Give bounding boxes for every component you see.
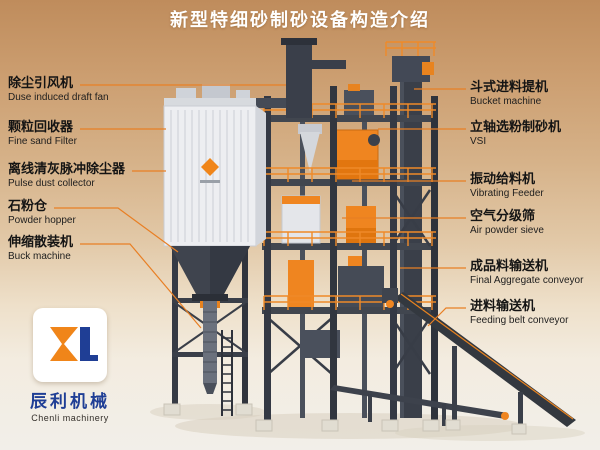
label-powder-hopper-zh: 石粉仓 bbox=[8, 198, 48, 213]
label-vibrating-feeder-en: Vibrating Feeder bbox=[470, 187, 544, 199]
brand-emblem bbox=[201, 158, 219, 176]
label-bucket-elevator: 斗式进料提机 Bucket machine bbox=[470, 79, 549, 107]
concrete-footings bbox=[163, 403, 527, 435]
label-vsi: 立轴选粉制砂机 VSI bbox=[470, 119, 562, 147]
logo-name-zh: 辰利机械 bbox=[30, 392, 110, 411]
label-buck-machine-zh: 伸缩散装机 bbox=[8, 234, 74, 249]
company-logo: 辰利机械 Chenli machinery bbox=[14, 308, 126, 423]
access-ladder bbox=[221, 330, 233, 416]
label-feeding-conveyor-zh: 进料输送机 bbox=[470, 298, 536, 313]
label-fine-sand-filter: 颗粒回收器 Fine sand Filter bbox=[8, 119, 77, 147]
logo-badge bbox=[33, 308, 107, 382]
label-dust-fan-zh: 除尘引风机 bbox=[8, 75, 74, 90]
label-final-conveyor-zh: 成品料输送机 bbox=[470, 258, 549, 273]
page-title: 新型特细砂制砂设备构造介绍 bbox=[170, 10, 430, 30]
label-vsi-en: VSI bbox=[470, 135, 487, 147]
exhaust-duct bbox=[256, 38, 346, 118]
guardrails bbox=[263, 103, 436, 310]
label-final-conveyor-en: Final Aggregate conveyor bbox=[470, 274, 584, 286]
label-buck-machine: 伸缩散装机 Buck machine bbox=[8, 234, 74, 262]
label-vsi-zh: 立轴选粉制砂机 bbox=[470, 119, 562, 134]
label-fine-sand-filter-zh: 颗粒回收器 bbox=[8, 119, 74, 134]
label-bucket-elevator-en: Bucket machine bbox=[470, 95, 542, 107]
label-buck-machine-en: Buck machine bbox=[8, 250, 71, 262]
label-dust-fan-en: Duse induced draft fan bbox=[8, 91, 109, 103]
label-powder-hopper-en: Powder hopper bbox=[8, 214, 76, 226]
label-bucket-elevator-zh: 斗式进料提机 bbox=[470, 79, 549, 94]
floor-equipment bbox=[281, 84, 384, 358]
tower-columns bbox=[264, 86, 438, 426]
final-aggregate-conveyor bbox=[330, 385, 509, 426]
label-feeding-conveyor-en: Feeding belt conveyor bbox=[470, 314, 569, 326]
label-air-powder-sieve: 空气分级筛 Air powder sieve bbox=[470, 208, 544, 236]
label-vibrating-feeder: 振动给料机 Vibrating Feeder bbox=[470, 171, 544, 199]
label-vibrating-feeder-zh: 振动给料机 bbox=[470, 171, 536, 186]
label-pulse-dust-collector-en: Pulse dust collector bbox=[8, 177, 95, 189]
label-powder-hopper: 石粉仓 Powder hopper bbox=[8, 198, 76, 226]
chenli-cl-mark-icon bbox=[50, 327, 98, 361]
label-fine-sand-filter-en: Fine sand Filter bbox=[8, 135, 77, 147]
label-dust-fan: 除尘引风机 Duse induced draft fan bbox=[8, 75, 109, 103]
label-pulse-dust-collector-zh: 离线清灰脉冲除尘器 bbox=[8, 161, 126, 176]
logo-name-en: Chenli machinery bbox=[31, 413, 109, 423]
label-feeding-conveyor: 进料输送机 Feeding belt conveyor bbox=[470, 298, 569, 326]
label-final-conveyor: 成品料输送机 Final Aggregate conveyor bbox=[470, 258, 584, 286]
label-air-powder-sieve-zh: 空气分级筛 bbox=[470, 208, 536, 223]
label-pulse-dust-collector: 离线清灰脉冲除尘器 Pulse dust collector bbox=[8, 161, 126, 189]
dust-collector bbox=[163, 84, 266, 408]
label-air-powder-sieve-en: Air powder sieve bbox=[470, 224, 544, 236]
